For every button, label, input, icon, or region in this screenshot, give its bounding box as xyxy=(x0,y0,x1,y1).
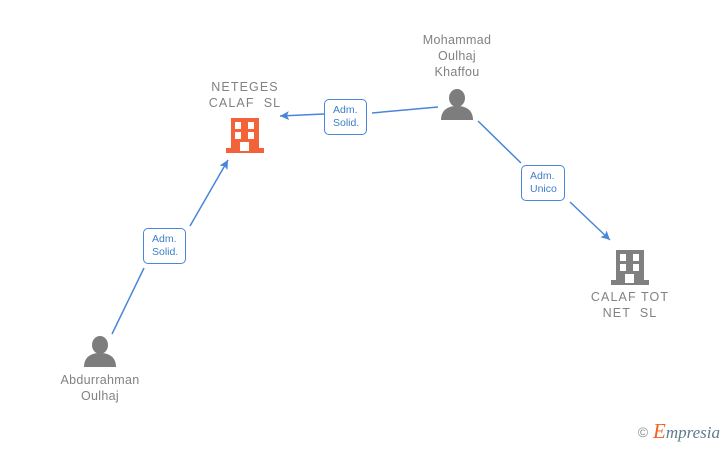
edge-mohammad-neteges xyxy=(279,106,439,121)
edge-mohammad-calaftotnet xyxy=(477,120,611,241)
edge-abdurrahman-neteges xyxy=(111,159,229,335)
node-label-calaftotnet: CALAF TOT NET SL xyxy=(590,290,670,320)
relation-label-mohammad-calaftotnet[interactable]: Adm. Unico xyxy=(521,165,565,201)
empresia-logo: Empresia xyxy=(653,421,720,442)
empresia-logo-text: mpresia xyxy=(665,423,720,442)
node-icon-calaftotnet-building[interactable] xyxy=(611,250,649,285)
node-icon-mohammad-person[interactable] xyxy=(441,89,473,120)
copyright-icon: © xyxy=(637,423,649,440)
node-label-mohammad: Mohammad Oulhaj Khaffou xyxy=(422,33,492,79)
node-label-neteges: NETEGES CALAF SL xyxy=(208,80,282,110)
node-icon-neteges-building[interactable] xyxy=(226,118,264,153)
node-label-abdurrahman: Abdurrahman Oulhaj xyxy=(60,373,140,403)
relation-label-mohammad-neteges[interactable]: Adm. Solid. xyxy=(324,99,368,135)
empresia-logo-initial: E xyxy=(653,419,666,443)
relation-label-abdurrahman-neteges[interactable]: Adm. Solid. xyxy=(143,228,187,264)
node-icon-abdurrahman-person[interactable] xyxy=(84,336,116,367)
empresia-watermark: © Empresia xyxy=(638,421,720,442)
